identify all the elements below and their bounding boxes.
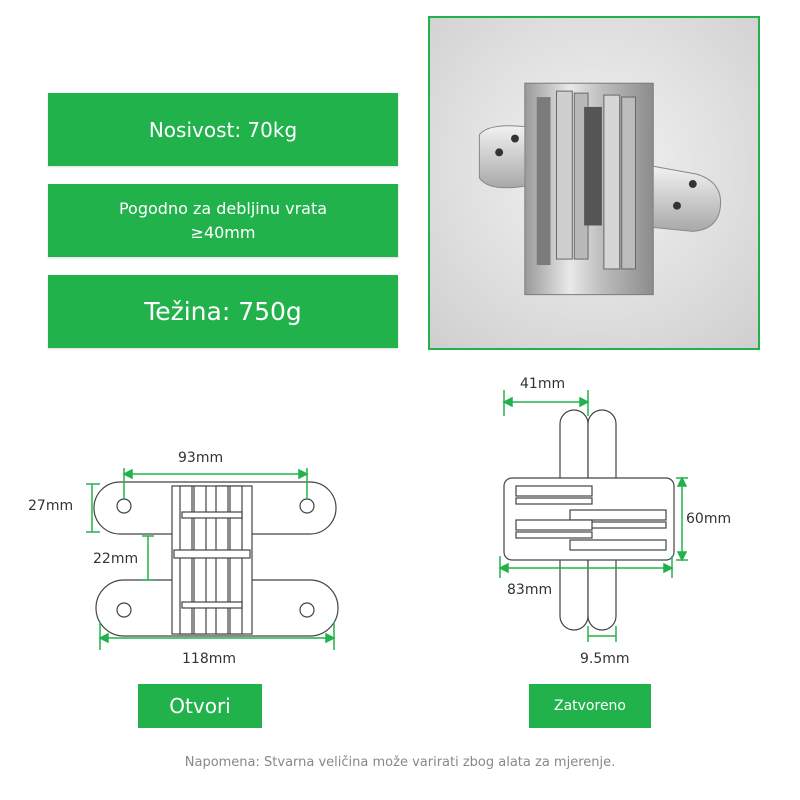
closed-hinge-drawing [498, 390, 688, 642]
measurement-note: Napomena: Stvarna veličina može varirati… [184, 755, 616, 770]
dim-closed-thickness: 9.5mm [580, 651, 630, 667]
closed-caption-text: Zatvoreno [553, 698, 626, 714]
spec-load-capacity: Nosivost: 70kg [48, 93, 398, 166]
dim-open-gap: 22mm [93, 551, 139, 567]
spec-load-text: Nosivost: 70kg [148, 117, 298, 142]
dim-closed-width: 41mm [520, 376, 566, 392]
spec-weight: Težina: 750g [48, 275, 398, 348]
spec-door-thickness: Pogodno za debljinu vrata ≥40mm [48, 184, 398, 257]
dim-open-length: 118mm [182, 651, 236, 667]
hinge-photo-illustration [478, 82, 722, 296]
open-hinge-diagram [20, 440, 360, 680]
closed-caption-label: Zatvoreno [529, 684, 651, 728]
open-caption-label: Otvori [138, 684, 262, 728]
dim-open-height: 27mm [28, 498, 74, 514]
dim-hole-spacing: 93mm [178, 450, 224, 466]
spec-weight-text: Težina: 750g [144, 297, 302, 326]
open-caption-text: Otvori [169, 694, 231, 718]
dim-closed-length: 83mm [507, 582, 553, 598]
open-hinge-drawing [86, 468, 339, 650]
closed-hinge-diagram [490, 370, 780, 670]
product-photo [428, 16, 760, 350]
dim-closed-height: 60mm [686, 511, 732, 527]
spec-thickness-text: Pogodno za debljinu vrata ≥40mm [118, 198, 328, 242]
